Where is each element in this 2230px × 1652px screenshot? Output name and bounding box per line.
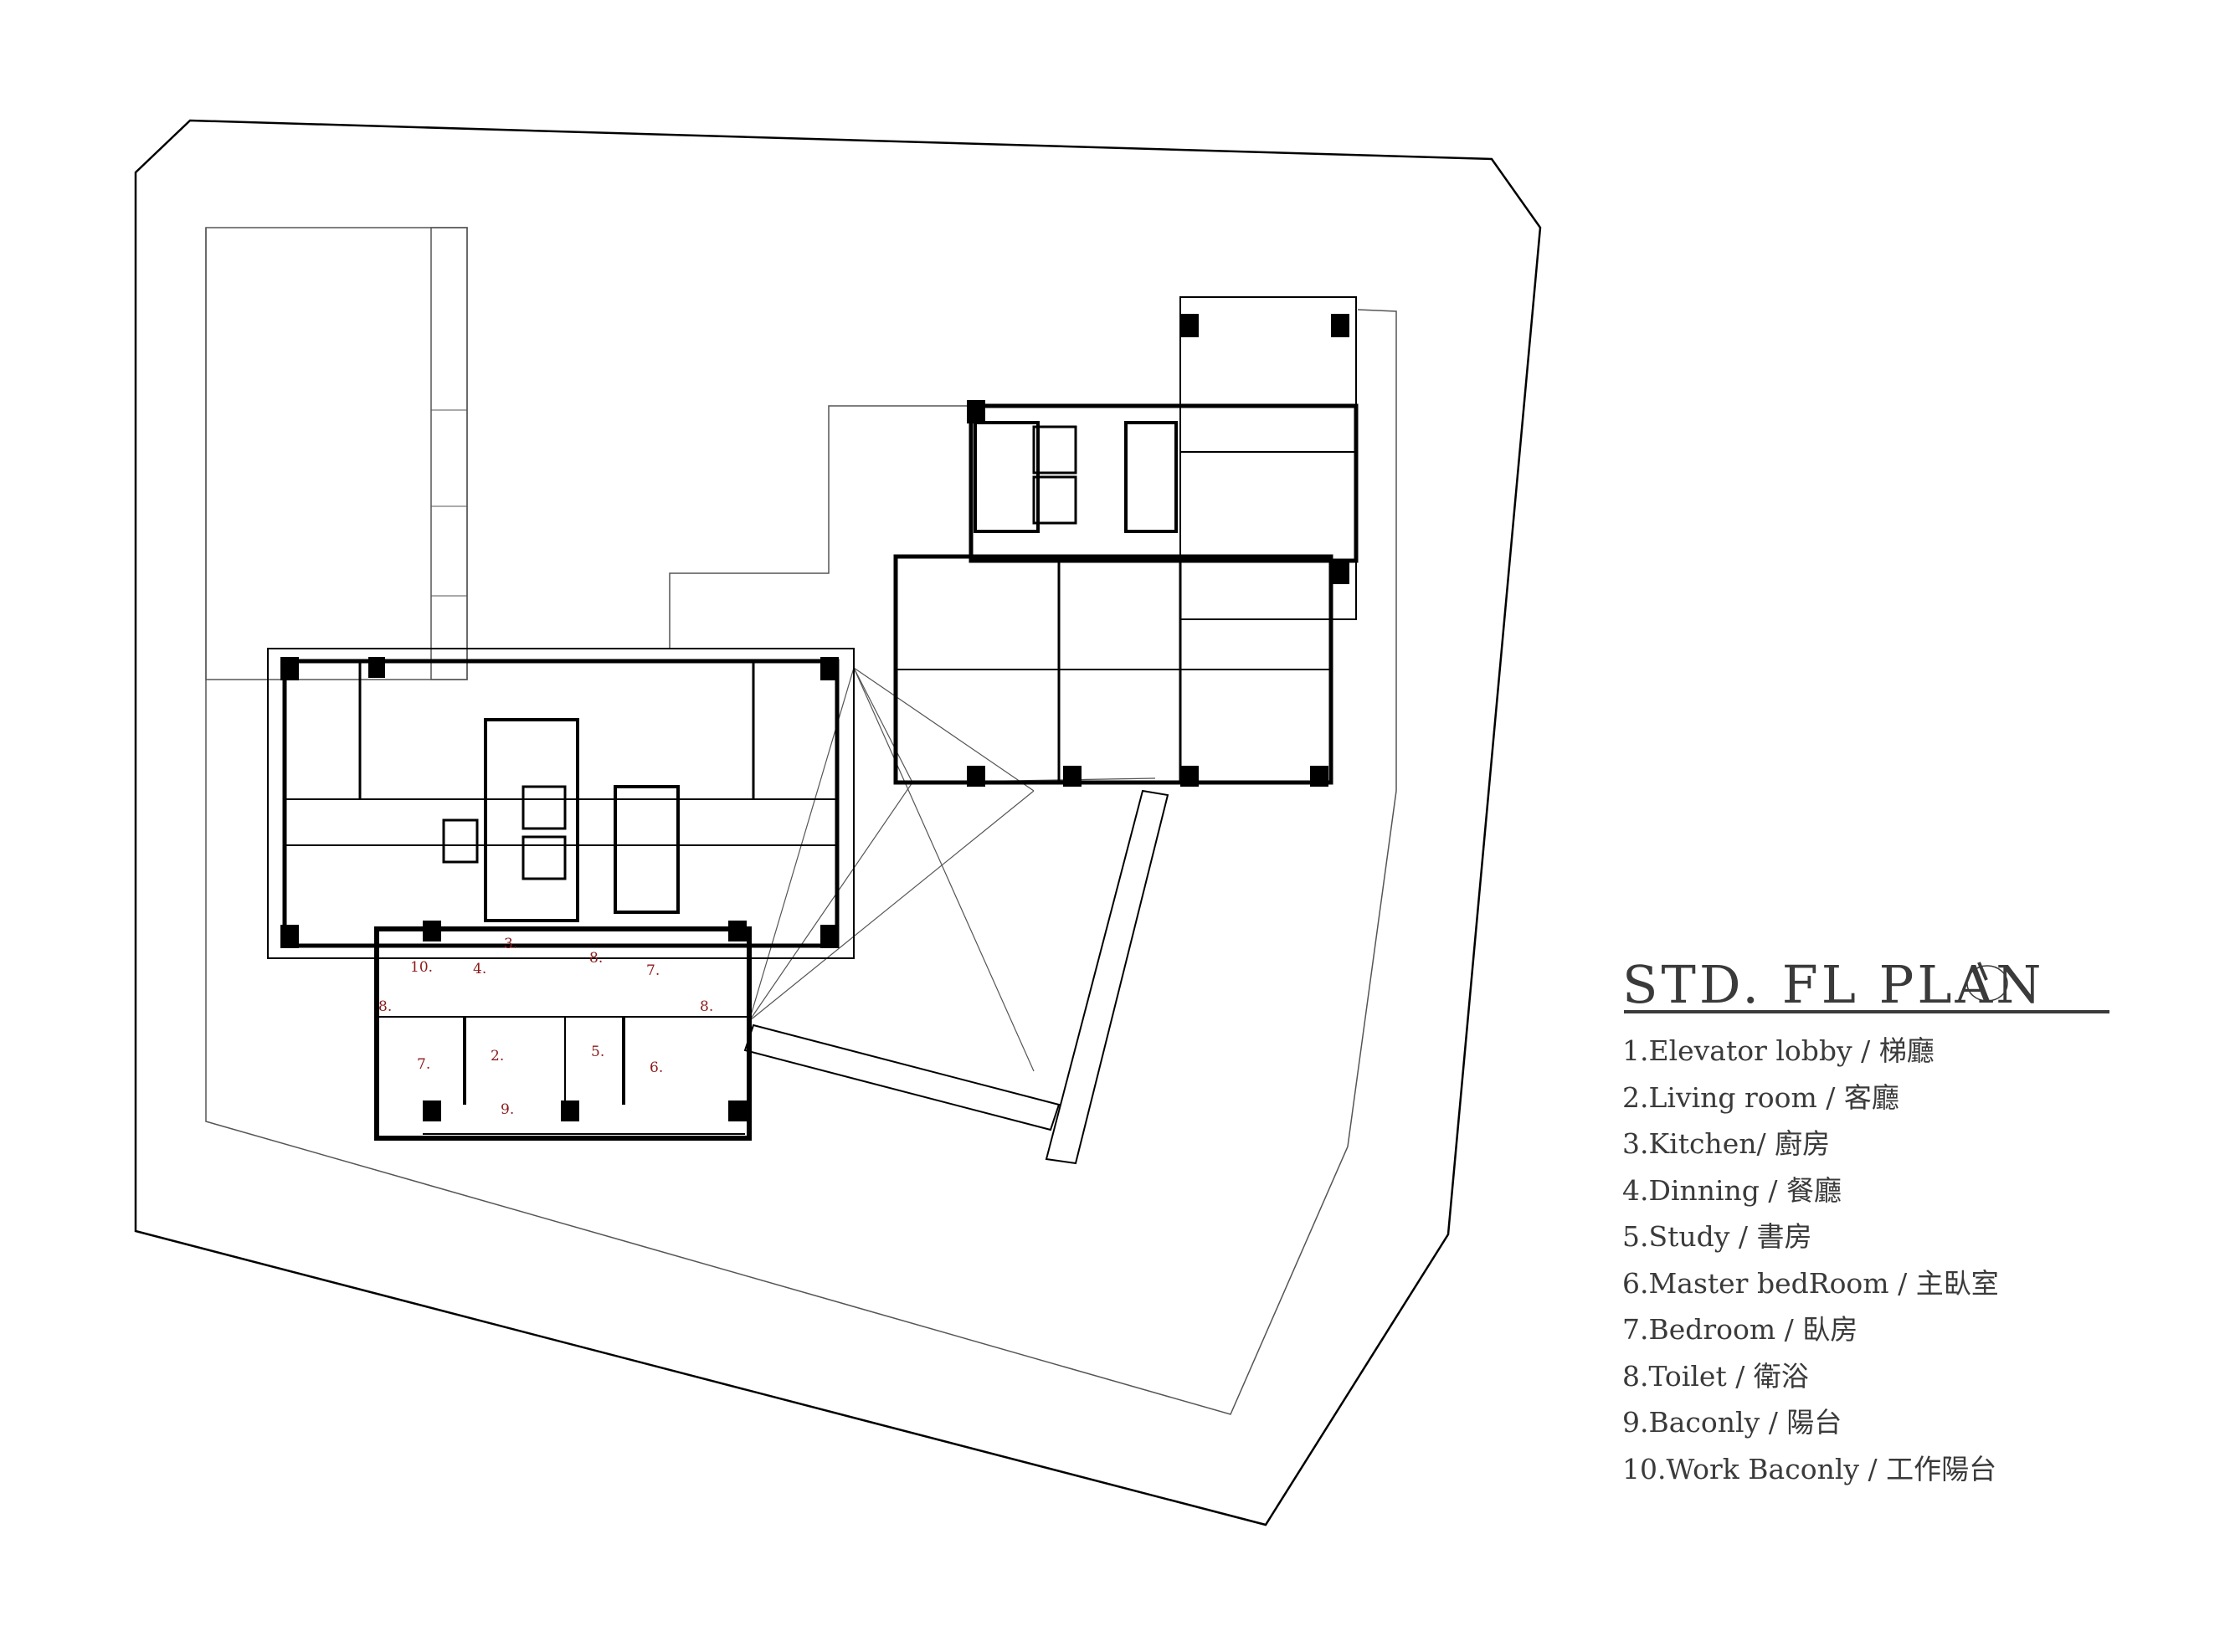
room-label-toilet: 8. xyxy=(378,998,393,1015)
legend-item: 6.Master bedRoom / 主臥室 xyxy=(1622,1266,1999,1300)
room-label-balcony: 9. xyxy=(501,1101,515,1118)
room-legend: 1.Elevator lobby / 梯廳 2.Living room / 客廳… xyxy=(1622,1028,1999,1492)
north-arrow-icon xyxy=(1966,962,2008,1002)
setback-line xyxy=(205,228,1397,1415)
legend-item: 9.Baconly / 陽台 xyxy=(1622,1406,1842,1439)
plan-title: STD. FL PLAN xyxy=(1622,954,2045,1015)
room-label-dining: 4. xyxy=(473,961,487,977)
legend-item: 10.Work Baconly / 工作陽台 xyxy=(1622,1452,1997,1485)
room-label-study: 5. xyxy=(591,1044,605,1060)
legend-item: 1.Elevator lobby / 梯廳 xyxy=(1622,1034,1935,1067)
legend-item: 3.Kitchen/ 廚房 xyxy=(1622,1127,1831,1160)
room-label-work-balcony: 10. xyxy=(410,959,434,976)
left-building xyxy=(267,648,855,1141)
legend-item: 7.Bedroom / 臥房 xyxy=(1622,1313,1858,1346)
void-diagonals xyxy=(748,666,1156,1072)
legend-item: 4.Dinning / 餐廳 xyxy=(1622,1173,1842,1207)
title-divider xyxy=(1624,1010,2109,1013)
room-label-toilet: 8. xyxy=(589,950,604,967)
room-label-bedroom: 7. xyxy=(646,962,660,979)
right-building xyxy=(893,296,1359,787)
room-label-bedroom: 7. xyxy=(417,1056,431,1073)
legend-item: 2.Living room / 客廳 xyxy=(1622,1080,1899,1114)
terrace-strip xyxy=(205,227,468,680)
room-label-kitchen: 3. xyxy=(504,936,518,952)
bridge-corridors xyxy=(743,789,1169,1165)
legend-item: 8.Toilet / 衛浴 xyxy=(1622,1359,1809,1393)
room-label-living: 2. xyxy=(491,1048,505,1065)
legend-item: 5.Study / 書房 xyxy=(1622,1220,1812,1253)
site-boundary xyxy=(134,119,1542,1526)
room-label-toilet: 8. xyxy=(700,998,714,1015)
room-label-master-bedroom: 6. xyxy=(650,1059,664,1076)
